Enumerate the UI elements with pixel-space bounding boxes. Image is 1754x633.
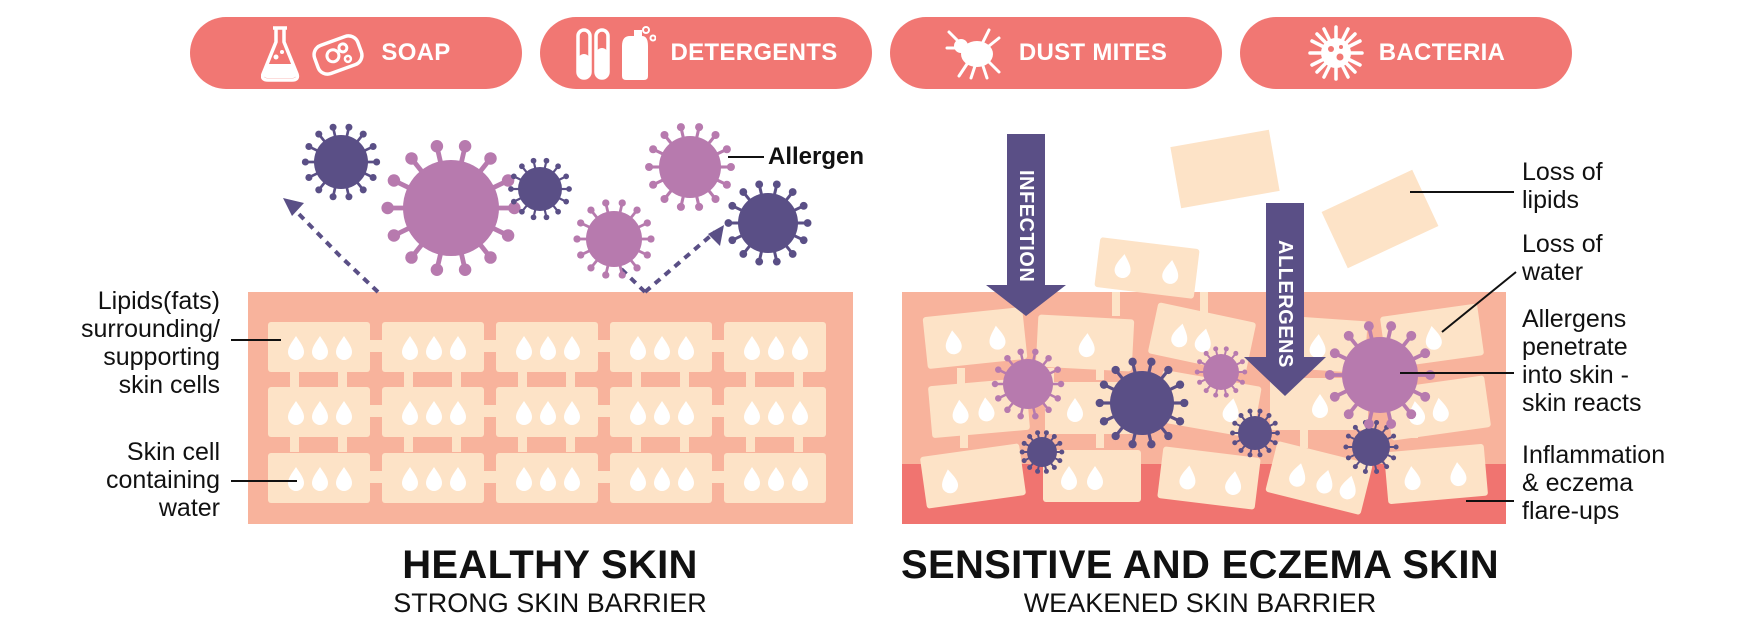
dust-mite-icon (945, 24, 1005, 82)
eczema-skin-subtitle: WEAKENED SKIN BARRIER (1023, 588, 1377, 618)
deflection-arrowhead-left (283, 198, 304, 216)
allergens-arrow-label: ALLERGENS (1274, 240, 1296, 368)
allergen-leader (728, 156, 764, 158)
loss-of-water-label: Loss of water (1522, 230, 1603, 286)
skin-cell-leader (231, 480, 297, 482)
penetrating-allergen (1324, 321, 1436, 429)
inflammation-label: Inflammation & eczema flare-ups (1522, 441, 1666, 525)
skin-cell (1265, 441, 1373, 515)
lipids-label: Lipids(fats) surrounding/ supporting ski… (81, 287, 220, 399)
category-label: DUST MITES (1018, 39, 1168, 66)
category-detergents: DETERGENTS (540, 17, 872, 89)
loss-of-lipids-leader (1410, 191, 1514, 193)
skin-cell (724, 322, 826, 372)
deflection-arrow-left (290, 205, 380, 294)
category-label: DETERGENTS (670, 39, 838, 66)
healthy-allergens (301, 123, 812, 279)
skin-cell (610, 453, 712, 503)
lipid-flakes (1170, 129, 1439, 269)
category-soap: SOAP (190, 17, 522, 89)
allergen-virus (508, 157, 572, 221)
allergen-virus (724, 180, 812, 266)
healthy-skin-cells (268, 322, 826, 503)
allergens-arrow (1244, 203, 1326, 396)
healthy-skin-title: HEALTHY SKIN (402, 543, 698, 587)
skin-cell (724, 387, 826, 437)
allergen-label: Allergen (768, 143, 865, 170)
skin-cell-label: Skin cell containing water (106, 438, 220, 522)
detergent-bottles-icon (574, 24, 657, 82)
loss-of-lipids-label: Loss of lipids (1522, 158, 1603, 214)
skin-cell (496, 387, 598, 437)
skin-cell (496, 453, 598, 503)
flask-soap-icon (261, 24, 367, 82)
skin-cell (1157, 446, 1261, 510)
penetrating-allergen (1194, 346, 1248, 398)
skin-cell (1035, 314, 1135, 372)
skin-cell (610, 322, 712, 372)
penetrating-allergen (1095, 357, 1189, 449)
lipids-leader (231, 339, 281, 341)
skin-cell (1043, 450, 1141, 502)
skin-cell (922, 307, 1028, 369)
skin-cell (928, 378, 1030, 438)
category-bacteria: BACTERIA (1240, 17, 1572, 89)
skin-cell (610, 387, 712, 437)
category-label: SOAP (381, 39, 451, 66)
deflection-arrowhead-right (708, 225, 724, 246)
penetrating-allergen (1343, 420, 1399, 474)
allergen-virus (301, 123, 381, 201)
skin-cell (268, 322, 370, 372)
category-dust-mites: DUST MITES (890, 17, 1222, 89)
skin-cell (268, 387, 370, 437)
skin-cell (382, 453, 484, 503)
allergens-penetrate-leader (1400, 372, 1514, 374)
skin-cell (1384, 443, 1488, 505)
infection-arrow (986, 134, 1066, 316)
penetrating-allergen (1019, 430, 1065, 474)
inflammation-leader (1466, 500, 1514, 502)
skin-cell (1148, 302, 1256, 374)
infection-arrow-label: INFECTION (1015, 170, 1037, 283)
category-label: BACTERIA (1378, 39, 1506, 66)
allergen-virus (381, 139, 521, 277)
skin-cell (382, 387, 484, 437)
skin-cell (920, 443, 1026, 509)
bacteria-icon (1307, 24, 1365, 82)
skin-cell (724, 453, 826, 503)
healthy-skin-subtitle: STRONG SKIN BARRIER (393, 588, 707, 618)
skin-cell (1094, 237, 1200, 299)
skin-cell (382, 322, 484, 372)
allergen-virus (645, 123, 735, 211)
eczema-skin-title: SENSITIVE AND ECZEMA SKIN (901, 543, 1499, 587)
allergen-virus (573, 199, 655, 279)
skin-cell (496, 322, 598, 372)
penetrating-allergen (991, 348, 1065, 420)
eczema-allergens (991, 321, 1436, 474)
penetrating-allergen (1230, 408, 1280, 458)
allergens-penetrate-label: Allergens penetrate into skin - skin rea… (1522, 305, 1642, 417)
skin-cell (268, 453, 370, 503)
loss-of-water-leader (1441, 271, 1517, 333)
